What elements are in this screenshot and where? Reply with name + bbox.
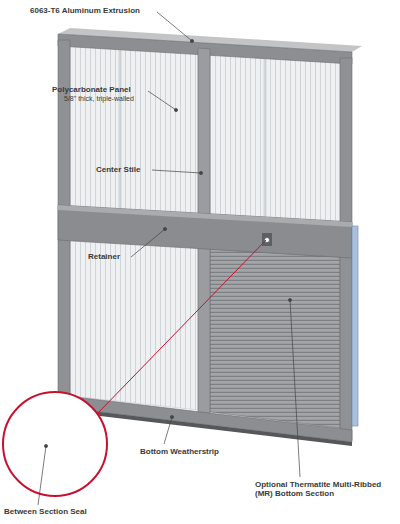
part-label: Polycarbonate Panel bbox=[52, 85, 131, 94]
poly-panel bbox=[210, 55, 340, 221]
poly-panel bbox=[70, 46, 198, 213]
section-joint bbox=[58, 205, 352, 258]
zoom-inset bbox=[3, 392, 107, 496]
part-label: 6063-T6 Aluminum Extrusion bbox=[30, 6, 140, 15]
seal-detail bbox=[262, 233, 272, 246]
part-label: Center Stile bbox=[96, 165, 140, 174]
part-note: 5/8" thick, triple-walled bbox=[64, 95, 134, 103]
zoom-line bbox=[96, 240, 266, 415]
retainer bbox=[58, 205, 352, 227]
edge-seal bbox=[352, 226, 358, 426]
part-label: Bottom Weatherstrip bbox=[140, 447, 219, 456]
part-label: Optional Thermatite Multi-Ribbed (MR) Bo… bbox=[255, 480, 395, 498]
poly-panel bbox=[70, 241, 198, 410]
mr-panel bbox=[210, 249, 340, 428]
part-label: Retainer bbox=[88, 252, 120, 261]
part-label: Between Section Seal bbox=[4, 507, 87, 516]
leader-lines bbox=[38, 12, 300, 505]
